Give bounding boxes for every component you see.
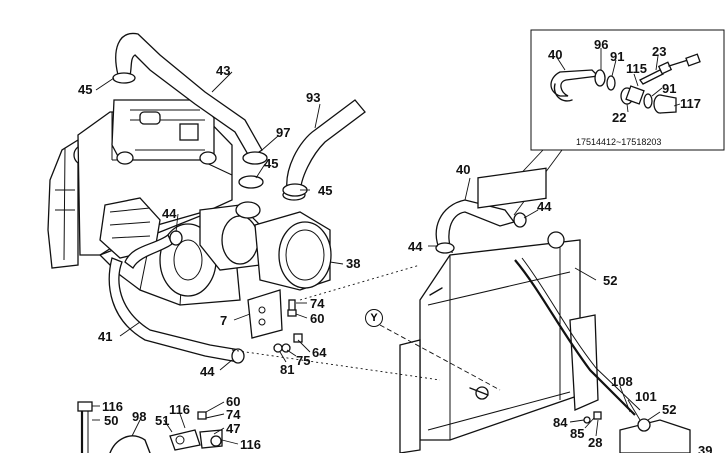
inset-label-115: 115	[626, 61, 647, 76]
callout-84: 84	[553, 415, 568, 430]
callout-45-top-left: 45	[78, 82, 93, 97]
callout-85: 85	[570, 426, 585, 441]
callout-52-reservoir: 52	[662, 402, 677, 417]
inset-label-23: 23	[652, 44, 667, 59]
callout-81: 81	[280, 362, 295, 377]
radiator	[399, 167, 691, 453]
lower-parts	[77, 401, 223, 453]
inset-detail	[530, 29, 725, 151]
callout-40: 40	[456, 162, 471, 177]
inset-label-40: 40	[548, 47, 563, 62]
hardware	[273, 299, 602, 424]
callout-75: 75	[296, 353, 311, 368]
leader-lines	[92, 71, 661, 445]
inset-label-91-bottom: 91	[662, 81, 677, 96]
callout-28: 28	[588, 435, 603, 450]
callout-44-engine: 44	[162, 206, 177, 221]
callout-44-radiator-inlet: 44	[408, 239, 423, 254]
callout-45-center: 45	[264, 156, 279, 171]
callout-116-right: 116	[240, 437, 261, 452]
callout-74-bottom: 74	[226, 407, 241, 422]
callout-60-bottom: 60	[226, 394, 241, 409]
serial-range-note: 17514412~17518203	[576, 137, 662, 147]
inset-label-96: 96	[594, 37, 609, 52]
callout-97: 97	[276, 125, 291, 140]
callout-44-hose-end: 44	[537, 199, 552, 214]
inset-label-117: 117	[680, 96, 701, 111]
view-marker-y: Y	[365, 309, 383, 327]
callout-44-lower: 44	[200, 364, 215, 379]
callout-45-right: 45	[318, 183, 333, 198]
inset-label-22: 22	[612, 110, 627, 125]
callout-51: 51	[155, 413, 170, 428]
callout-39: 39	[698, 443, 713, 453]
callout-60-top: 60	[310, 311, 325, 326]
hoses	[108, 32, 527, 364]
engine	[47, 99, 332, 339]
inset-label-91-top: 91	[610, 49, 625, 64]
callout-64: 64	[312, 345, 327, 360]
callout-116-left: 116	[102, 399, 123, 414]
callout-93: 93	[306, 90, 321, 105]
callout-101: 101	[635, 389, 657, 404]
callout-98: 98	[132, 409, 147, 424]
callout-52-radiator: 52	[603, 273, 618, 288]
callout-47: 47	[226, 421, 241, 436]
callout-43: 43	[216, 63, 231, 78]
callout-50: 50	[104, 413, 119, 428]
callout-108: 108	[611, 374, 633, 389]
callout-116-center: 116	[169, 402, 190, 417]
callout-7: 7	[220, 313, 228, 328]
callout-74-top: 74	[310, 296, 325, 311]
callout-41: 41	[98, 329, 113, 344]
callout-38: 38	[346, 256, 361, 271]
